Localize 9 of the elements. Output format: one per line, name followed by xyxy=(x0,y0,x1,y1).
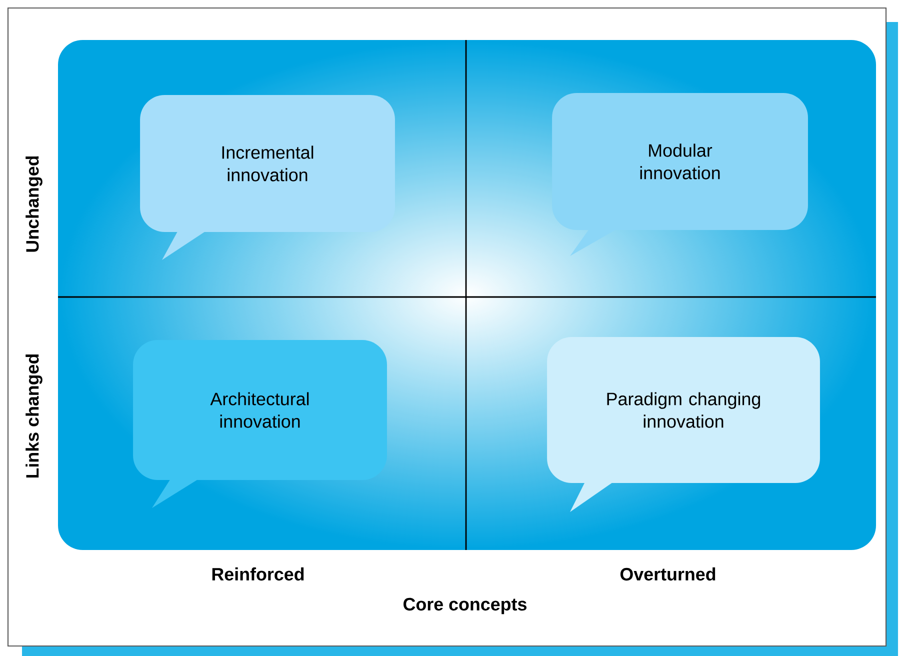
speech-bubble: Paradigm changing innovation xyxy=(547,337,820,512)
speech-bubble: Incremental innovation xyxy=(140,95,395,260)
axis-label: Reinforced xyxy=(212,567,304,581)
axis-label: Links changed xyxy=(26,354,42,478)
axis-label: Overturned xyxy=(620,567,716,581)
speech-bubble: Architectural innovation xyxy=(133,340,387,508)
axis-label: Unchanged xyxy=(26,156,42,252)
axis-label: Core concepts xyxy=(404,598,526,614)
speech-bubble: Modular innovation xyxy=(552,93,808,256)
